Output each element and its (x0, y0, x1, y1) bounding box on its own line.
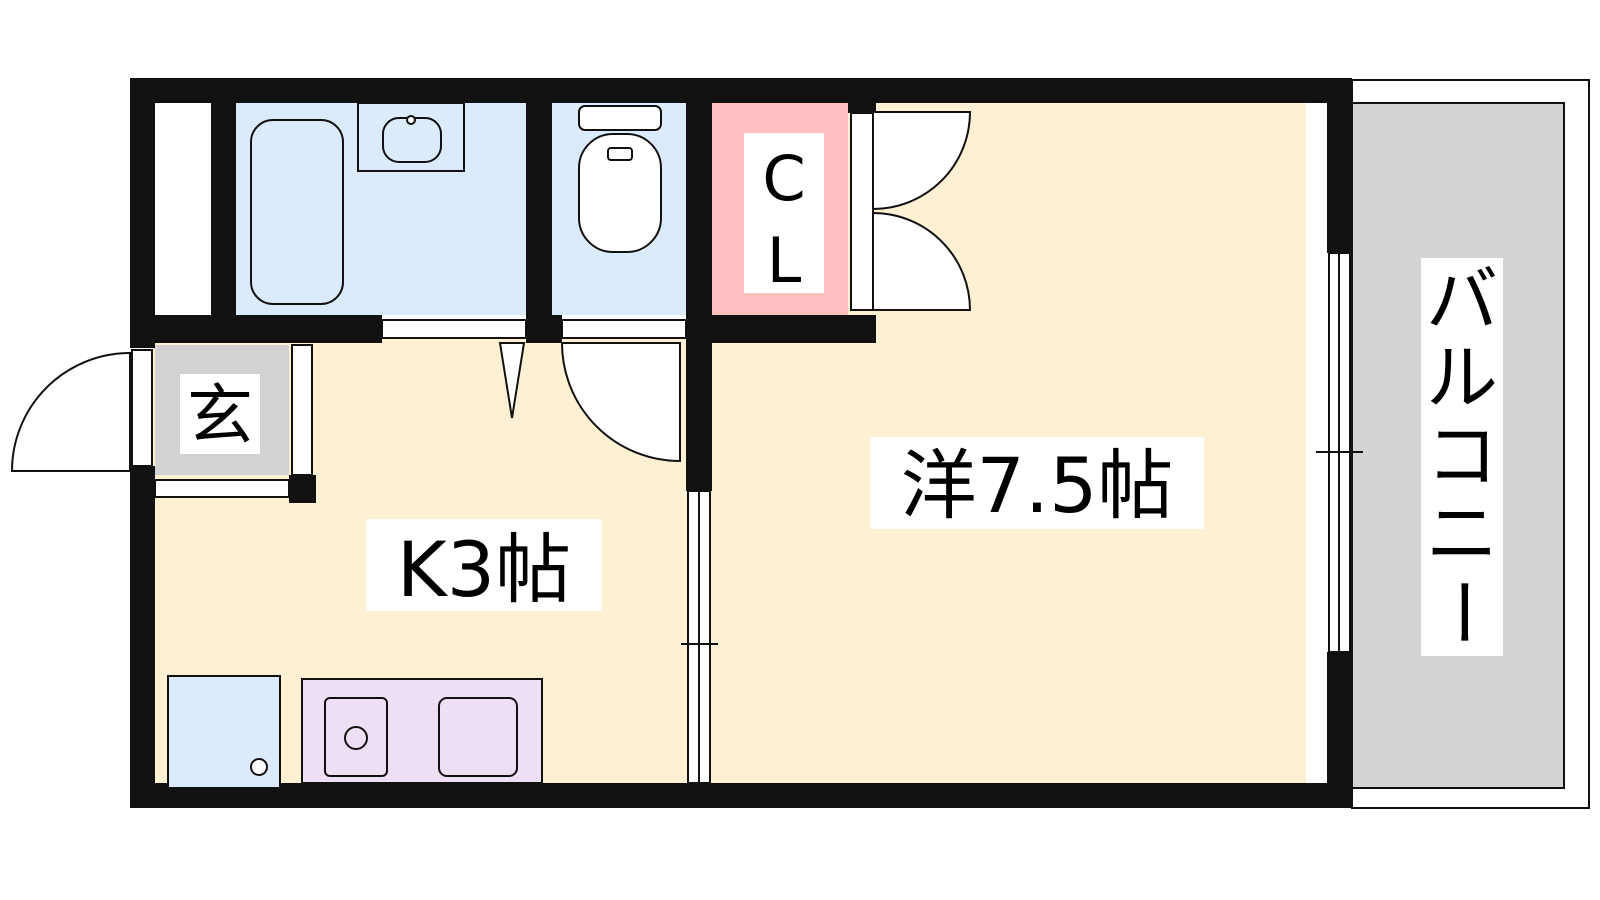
bathtub (250, 119, 344, 305)
toilet (578, 105, 662, 253)
balcony-label-ko: コ (1426, 414, 1498, 498)
balcony-window (1316, 252, 1363, 653)
closet-label-bg (744, 133, 824, 293)
entrance-label: 玄 (187, 377, 253, 454)
balcony-label-ru: ル (1426, 336, 1498, 420)
closet-label-c: C (762, 142, 805, 215)
door-frames (131, 112, 874, 498)
balcony-label-ba: バ (1426, 258, 1498, 342)
balcony-inner-railing (1351, 102, 1565, 789)
burner-knob (344, 726, 368, 750)
door-swings (10, 111, 972, 472)
western-room-label-bg (870, 437, 1204, 529)
closet-label-l: L (767, 224, 802, 297)
faucet (406, 115, 416, 125)
stove-burner-right (438, 697, 518, 777)
western-room-label: 洋7.5帖 (901, 441, 1174, 530)
stove-burner-left (324, 697, 388, 777)
entrance-label-bg (180, 374, 260, 454)
walls (130, 78, 1352, 808)
kitchen-label: K3帖 (397, 525, 571, 614)
balcony-label-ni: ニ (1426, 492, 1498, 576)
balcony-label-long-vowel: ー (1420, 576, 1504, 648)
sliding-door (681, 490, 718, 784)
balcony-label-bg (1421, 258, 1503, 656)
kitchen-label-bg (366, 519, 602, 611)
sink-drain (250, 758, 268, 776)
storage-floor (155, 103, 211, 315)
